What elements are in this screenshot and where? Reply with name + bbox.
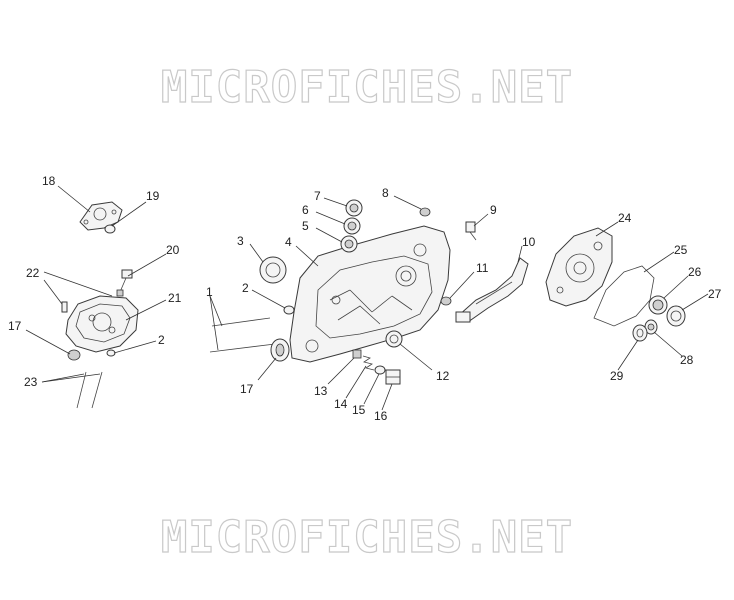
part-1-studs xyxy=(209,317,276,353)
part-2-dowel-left xyxy=(106,349,116,357)
callout-8: 8 xyxy=(382,186,389,200)
callout-18: 18 xyxy=(42,174,56,188)
part-27-seal xyxy=(666,305,686,327)
callout-labels: 18 19 20 22 21 17 2 23 1 2 17 3 4 5 6 7 … xyxy=(8,174,722,423)
callout-5: 5 xyxy=(302,219,309,233)
part-15-washer xyxy=(374,365,386,375)
callout-22: 22 xyxy=(26,266,40,280)
callout-12: 12 xyxy=(436,369,450,383)
callout-16: 16 xyxy=(374,409,388,423)
part-23-studs xyxy=(76,371,103,409)
part-29-seal xyxy=(632,324,648,342)
part-19-o-ring xyxy=(104,224,116,234)
callout-6: 6 xyxy=(302,203,309,217)
part-26-bearing xyxy=(648,295,668,315)
callout-4: 4 xyxy=(285,235,292,249)
callout-2-left: 2 xyxy=(158,333,165,347)
callout-20: 20 xyxy=(166,243,180,257)
callout-9: 9 xyxy=(490,203,497,217)
callout-23: 23 xyxy=(24,375,38,389)
part-20-sensor xyxy=(116,269,133,297)
callout-19: 19 xyxy=(146,189,160,203)
part-2-dowel xyxy=(283,305,295,315)
part-24-transmission-cover xyxy=(545,227,613,307)
callout-13: 13 xyxy=(314,384,328,398)
watermark-top: MICROFICHES.NET xyxy=(160,61,574,113)
callout-7: 7 xyxy=(314,189,321,203)
part-17-bearing xyxy=(270,338,290,362)
leader-lines xyxy=(25,185,709,411)
callout-17-center: 17 xyxy=(240,382,254,396)
callout-14: 14 xyxy=(334,397,348,411)
callout-28: 28 xyxy=(680,353,694,367)
part-8-seal xyxy=(419,207,431,217)
part-13-plug xyxy=(352,349,362,359)
callout-11: 11 xyxy=(476,261,489,275)
part-4-crankcase xyxy=(289,225,451,363)
callout-21: 21 xyxy=(168,291,182,305)
part-11-seal xyxy=(440,296,452,306)
callout-25: 25 xyxy=(674,243,688,257)
part-3-oil-seal xyxy=(259,256,287,284)
part-18-pump-cover xyxy=(79,201,123,231)
callout-26: 26 xyxy=(688,265,702,279)
part-28-bearing xyxy=(644,319,658,335)
callout-17-left: 17 xyxy=(8,319,22,333)
callout-29: 29 xyxy=(610,369,624,383)
part-9-sensor xyxy=(465,221,477,241)
callout-27: 27 xyxy=(708,287,722,301)
callout-15: 15 xyxy=(352,403,366,417)
part-6-bearing xyxy=(343,217,361,235)
callout-10: 10 xyxy=(522,235,536,249)
part-22-plug xyxy=(61,301,68,313)
part-12-seal xyxy=(385,330,403,348)
part-21-case-cover xyxy=(65,295,139,353)
part-7-bearing xyxy=(345,199,363,217)
callout-1: 1 xyxy=(206,285,213,299)
callout-3: 3 xyxy=(237,234,244,248)
callout-2-center: 2 xyxy=(242,281,249,295)
callout-24: 24 xyxy=(618,211,632,225)
part-16-drain-plug xyxy=(385,369,401,385)
part-25-gasket xyxy=(593,265,655,327)
watermark-bottom: MICROFICHES.NET xyxy=(160,511,574,563)
part-14-spring xyxy=(362,355,375,371)
part-5-bearing xyxy=(340,235,358,253)
part-10-bracket xyxy=(455,257,529,323)
part-17-bearing-left xyxy=(67,349,81,361)
